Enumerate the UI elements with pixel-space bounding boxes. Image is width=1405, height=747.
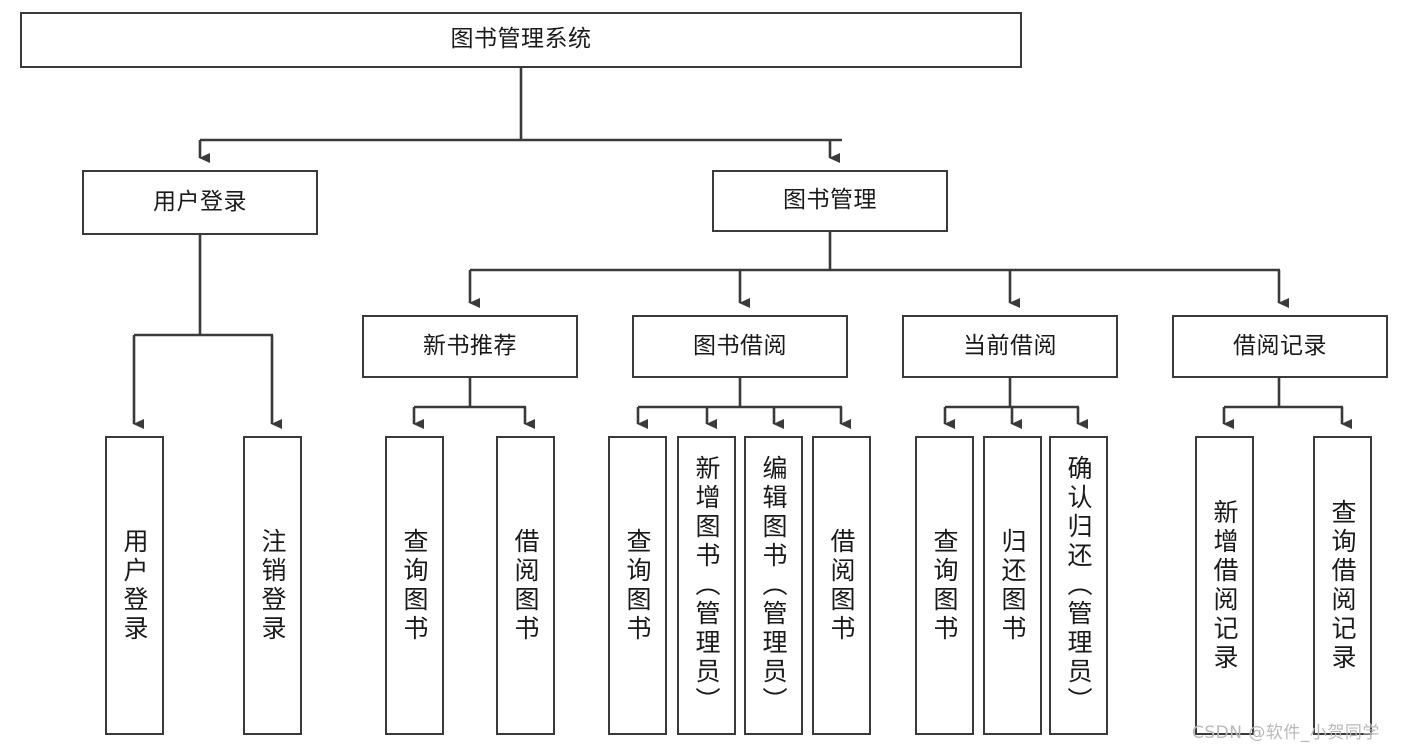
node-label: 当前借阅 xyxy=(963,332,1057,359)
leaf-query-book-current[interactable]: 查询图书 xyxy=(915,436,974,735)
node-borrow-record[interactable]: 借阅记录 xyxy=(1172,315,1388,378)
leaf-return-book[interactable]: 归还图书 xyxy=(983,436,1042,735)
node-label: 编辑图书（管理员） xyxy=(759,455,788,716)
node-label: 查询借阅记录 xyxy=(1328,498,1357,673)
leaf-confirm-return-admin[interactable]: 确认归还（管理员） xyxy=(1049,436,1108,735)
node-label: 查询图书 xyxy=(930,527,959,644)
node-label: 新增图书（管理员） xyxy=(692,455,721,716)
node-root-system[interactable]: 图书管理系统 xyxy=(20,12,1022,68)
node-label: 归还图书 xyxy=(998,527,1027,644)
node-label: 新增借阅记录 xyxy=(1210,498,1239,673)
node-book-management[interactable]: 图书管理 xyxy=(712,170,948,232)
node-book-borrow[interactable]: 图书借阅 xyxy=(632,315,848,378)
node-label: 图书借阅 xyxy=(693,332,787,359)
leaf-user-login[interactable]: 用户登录 xyxy=(105,436,164,735)
node-label: 查询图书 xyxy=(623,527,652,644)
leaf-edit-book-admin[interactable]: 编辑图书（管理员） xyxy=(744,436,803,735)
node-new-book-recommend[interactable]: 新书推荐 xyxy=(362,315,578,378)
node-label: 图书管理 xyxy=(783,187,877,214)
leaf-query-book-borrow[interactable]: 查询图书 xyxy=(608,436,667,735)
node-label: 新书推荐 xyxy=(423,332,517,359)
leaf-borrow-book-borrow[interactable]: 借阅图书 xyxy=(812,436,871,735)
node-label: 借阅图书 xyxy=(827,527,856,644)
node-label: 用户登录 xyxy=(120,527,149,644)
node-label: 查询图书 xyxy=(400,527,429,644)
node-label: 确认归还（管理员） xyxy=(1064,455,1093,716)
leaf-query-book-recommend[interactable]: 查询图书 xyxy=(385,436,444,735)
node-label: 图书管理系统 xyxy=(450,26,592,53)
leaf-add-book-admin[interactable]: 新增图书（管理员） xyxy=(677,436,736,735)
csdn-watermark: CSDN @软件_小贺同学 xyxy=(1192,723,1380,743)
leaf-logout[interactable]: 注销登录 xyxy=(243,436,302,735)
node-label: 用户登录 xyxy=(153,188,247,215)
node-current-borrow[interactable]: 当前借阅 xyxy=(902,315,1118,378)
leaf-query-borrow-record[interactable]: 查询借阅记录 xyxy=(1313,436,1372,735)
node-user-login[interactable]: 用户登录 xyxy=(82,170,318,235)
leaf-borrow-book-recommend[interactable]: 借阅图书 xyxy=(496,436,555,735)
node-label: 注销登录 xyxy=(258,527,287,644)
node-label: 借阅图书 xyxy=(511,527,540,644)
leaf-add-borrow-record[interactable]: 新增借阅记录 xyxy=(1195,436,1254,735)
node-label: 借阅记录 xyxy=(1233,332,1327,359)
